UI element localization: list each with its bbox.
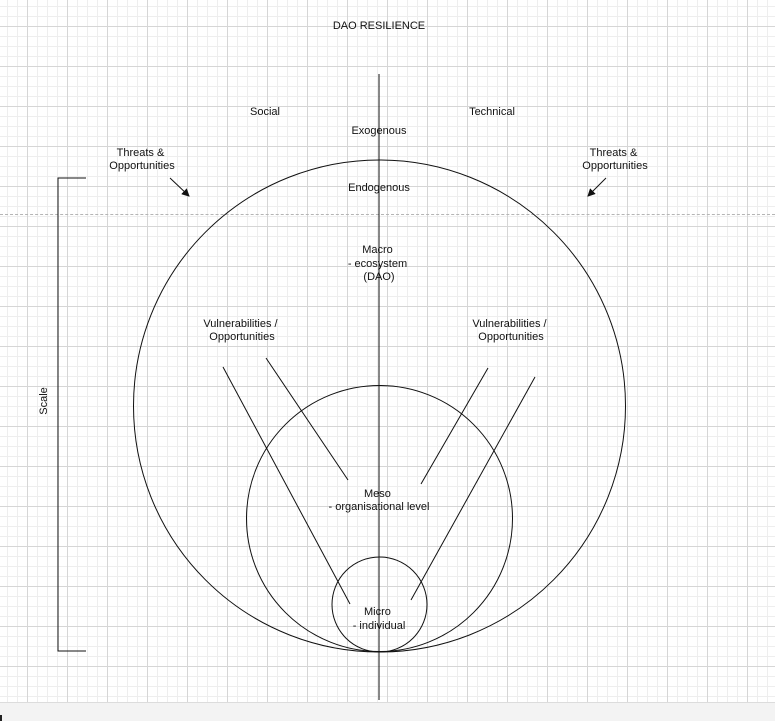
exogenous-label: Exogenous (351, 125, 407, 137)
social-label: Social (250, 106, 280, 118)
technical-label: Technical (469, 106, 515, 118)
threat-arrow-left[interactable] (169, 177, 190, 197)
meso-label: Meso - organisational level (329, 488, 430, 513)
dao-resilience-diagram: DAO RESILIENCE Social Technical Exogenou… (38, 20, 648, 700)
threat-arrow-right[interactable] (587, 177, 607, 197)
drawing-canvas[interactable] (0, 0, 775, 702)
resize-handle[interactable] (0, 715, 2, 721)
vulnerability-line-left-inner[interactable] (265, 357, 349, 481)
micro-label: Micro - individual (353, 606, 406, 632)
vulnerabilities-label-right: Vulnerabilities / Opportunities (472, 318, 549, 343)
status-bar (0, 702, 775, 721)
vulnerability-line-left-outer[interactable] (222, 366, 351, 605)
vulnerability-line-right-inner[interactable] (420, 367, 489, 485)
threats-label-right: Threats & Opportunities (582, 147, 648, 172)
scale-label: Scale (38, 387, 50, 415)
endogenous-label: Endogenous (348, 182, 410, 194)
page-break-line (0, 214, 775, 215)
vulnerabilities-label-left: Vulnerabilities / Opportunities (203, 318, 280, 343)
diagram-title: DAO RESILIENCE (333, 20, 425, 32)
macro-label: Macro - ecosystem (DAO) (348, 244, 410, 283)
threats-label-left: Threats & Opportunities (109, 147, 175, 172)
vulnerability-line-right-outer[interactable] (410, 376, 536, 601)
scale-bracket[interactable] (57, 177, 86, 652)
